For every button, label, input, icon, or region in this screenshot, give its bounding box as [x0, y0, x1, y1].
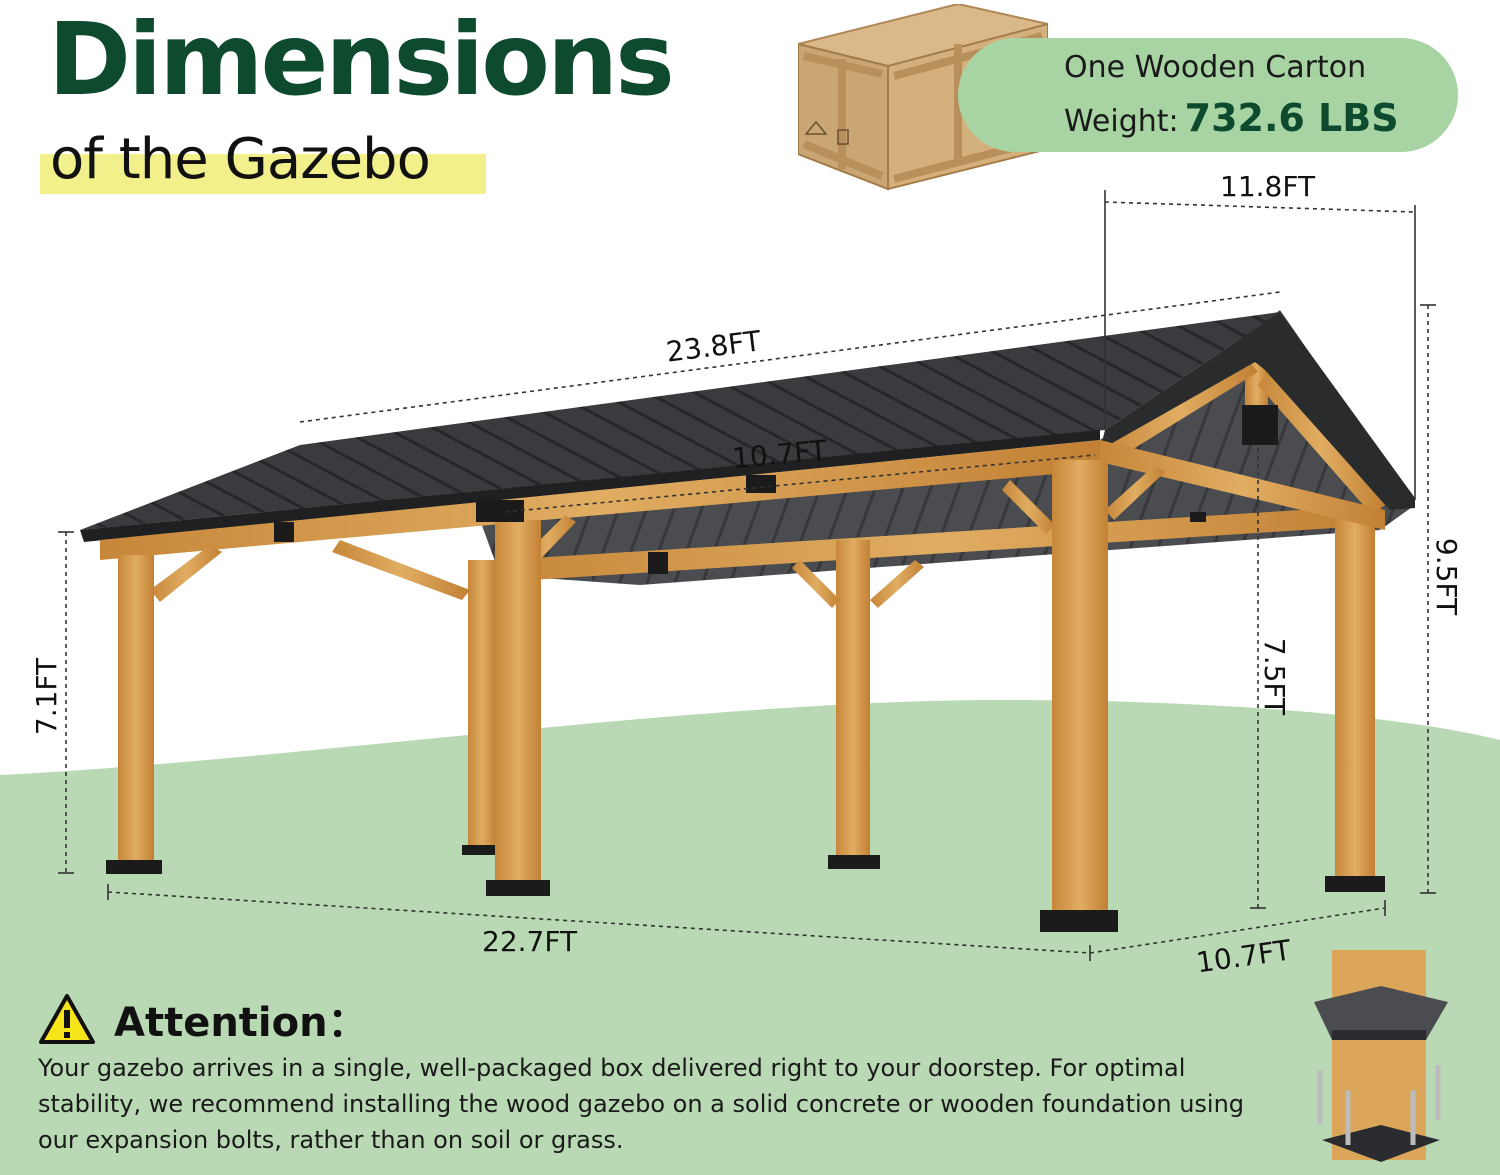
dim-base-length: 22.7FT: [482, 925, 578, 958]
page-subtitle: of the Gazebo: [50, 127, 431, 192]
post-front-right: [1052, 460, 1108, 915]
dim-post-height: 7.1FT: [30, 657, 64, 736]
post-back-left: [468, 560, 496, 850]
post-anchor-icon: [1314, 950, 1448, 1162]
dim-roof-width: 11.8FT: [1220, 170, 1316, 203]
carton-info-pill: [958, 38, 1458, 152]
carton-label: One Wooden Carton: [1064, 50, 1367, 85]
attention-title: Attention：: [114, 1000, 368, 1046]
post-back-right: [1335, 510, 1375, 882]
subtitle-highlight: [40, 154, 486, 194]
attention-heading: Attention：: [38, 990, 368, 1048]
attention-text: Your gazebo arrives in a single, well-pa…: [38, 1054, 1245, 1154]
roof-panel: [80, 312, 1280, 530]
post-front-left: [118, 555, 154, 865]
subtitle-block: of the Gazebo: [40, 124, 486, 197]
dim-center-height: 7.5FT: [1258, 637, 1292, 716]
dim-total-height: 9.5FT: [1430, 537, 1464, 616]
page-title: Dimensions: [48, 1, 675, 118]
weight-label: Weight:: [1064, 104, 1179, 139]
post-front-midleft: [495, 520, 541, 885]
weight-value: 732.6 LBS: [1184, 96, 1399, 140]
warning-icon: [39, 994, 95, 1044]
post-back-mid: [836, 540, 870, 860]
carton-weight-row: Weight:732.6 LBS: [1064, 96, 1399, 140]
